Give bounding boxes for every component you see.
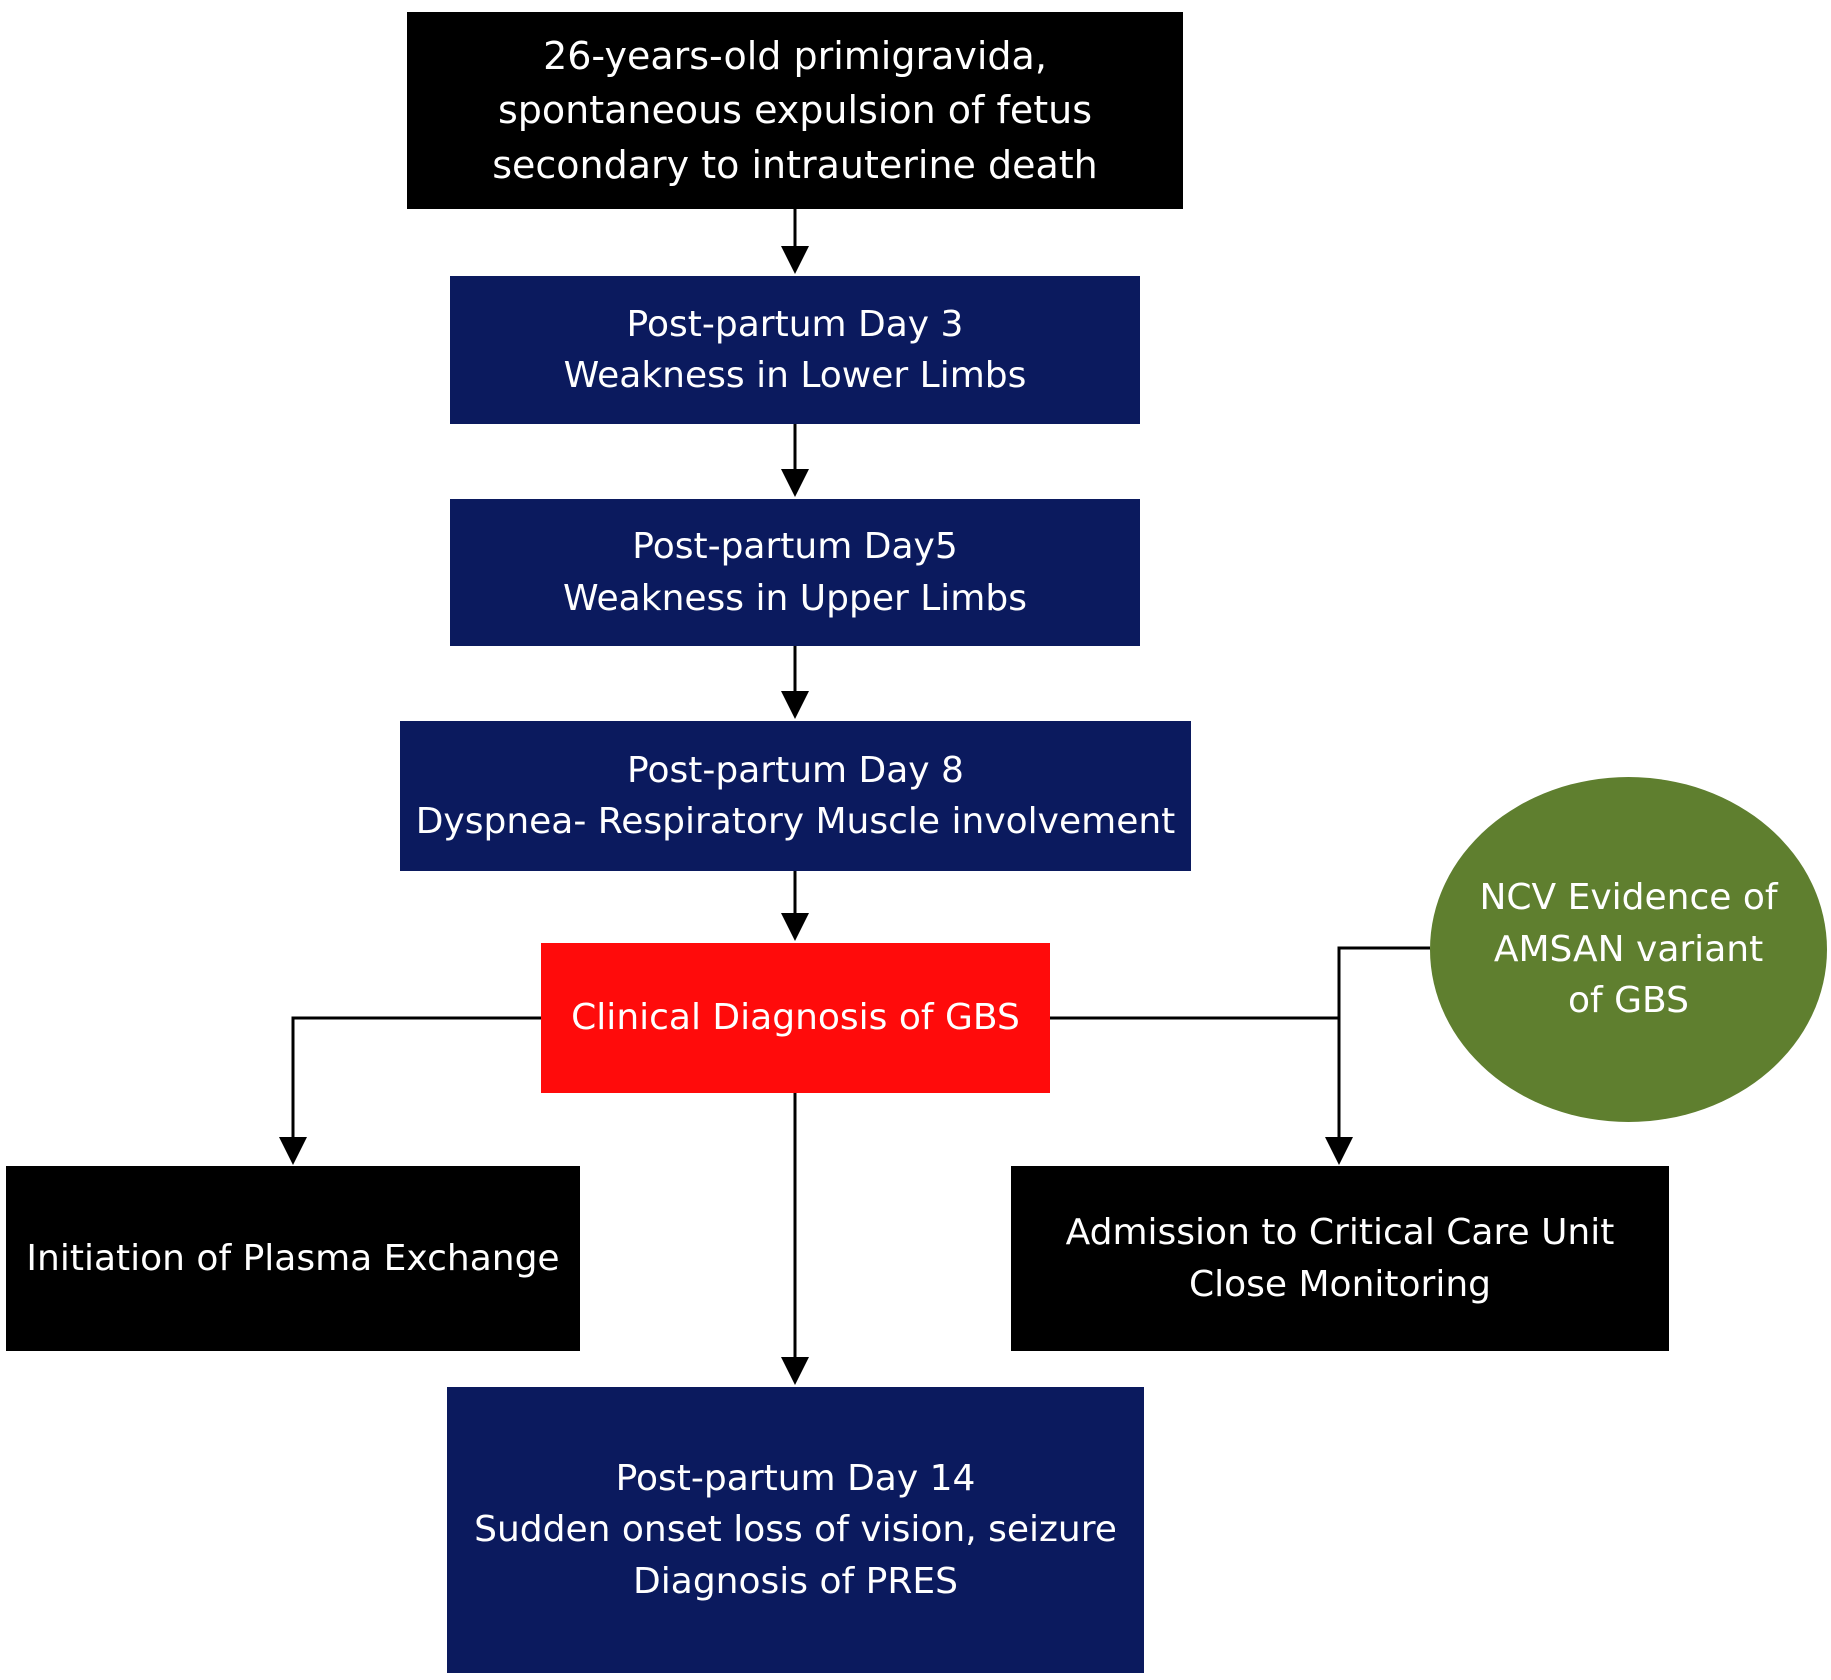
patient-line-2: spontaneous expulsion of fetus (497, 88, 1093, 133)
day8-line-1: Post-partum Day 8 (627, 749, 964, 791)
arrow-diagnosis-to-plasma (291, 1016, 541, 1162)
day14-node: Post-partum Day 14 Sudden onset loss of … (447, 1387, 1144, 1673)
day3-line-2: Weakness in Lower Limbs (563, 355, 1027, 396)
day14-line-1: Post-partum Day 14 (615, 1457, 976, 1499)
ncv-evidence-node: NCV Evidence of AMSAN variant of GBS (1430, 777, 1827, 1122)
arrowhead-day5 (781, 469, 809, 497)
day5-line-2: Weakness in Upper Limbs (563, 577, 1027, 619)
diagnosis-node: Clinical Diagnosis of GBS (541, 943, 1050, 1093)
plasma-node: Initiation of Plasma Exchange (6, 1166, 580, 1351)
day5-line-1: Post-partum Day5 (632, 526, 958, 568)
ncv-line-2: AMSAN variant (1493, 928, 1764, 970)
icu-line-2: Close Monitoring (1188, 1263, 1492, 1305)
arrowhead-diagnosis (781, 913, 809, 941)
icu-line-1: Admission to Critical Care Unit (1065, 1212, 1615, 1254)
ncv-line-3: of GBS (1568, 980, 1689, 1022)
day8-node: Post-partum Day 8 Dyspnea- Respiratory M… (400, 721, 1191, 871)
plasma-line-1: Initiation of Plasma Exchange (26, 1237, 560, 1279)
arrowhead-day3 (781, 246, 809, 274)
connector-ncv-to-junction (1337, 946, 1430, 1018)
patient-line-1: 26-years-old primigravida, (543, 34, 1047, 78)
day5-node: Post-partum Day5 Weakness in Upper Limbs (450, 499, 1140, 646)
patient-line-3: secondary to intrauterine death (492, 142, 1098, 187)
patient-node: 26-years-old primigravida, spontaneous e… (407, 12, 1183, 209)
arrowhead-plasma (279, 1137, 307, 1165)
icu-node: Admission to Critical Care Unit Close Mo… (1011, 1166, 1669, 1351)
arrowhead-day14 (781, 1357, 809, 1385)
day8-line-2: Dyspnea- Respiratory Muscle involvement (415, 801, 1176, 842)
day14-line-3: Diagnosis of PRES (633, 1560, 958, 1602)
ncv-line-1: NCV Evidence of (1479, 877, 1778, 919)
arrowhead-icu (1325, 1137, 1353, 1165)
day3-line-1: Post-partum Day 3 (626, 303, 964, 345)
diagnosis-line-1: Clinical Diagnosis of GBS (571, 997, 1020, 1039)
day3-node: Post-partum Day 3 Weakness in Lower Limb… (450, 276, 1140, 424)
day14-line-2: Sudden onset loss of vision, seizure (474, 1509, 1117, 1551)
arrowhead-day8 (781, 691, 809, 719)
